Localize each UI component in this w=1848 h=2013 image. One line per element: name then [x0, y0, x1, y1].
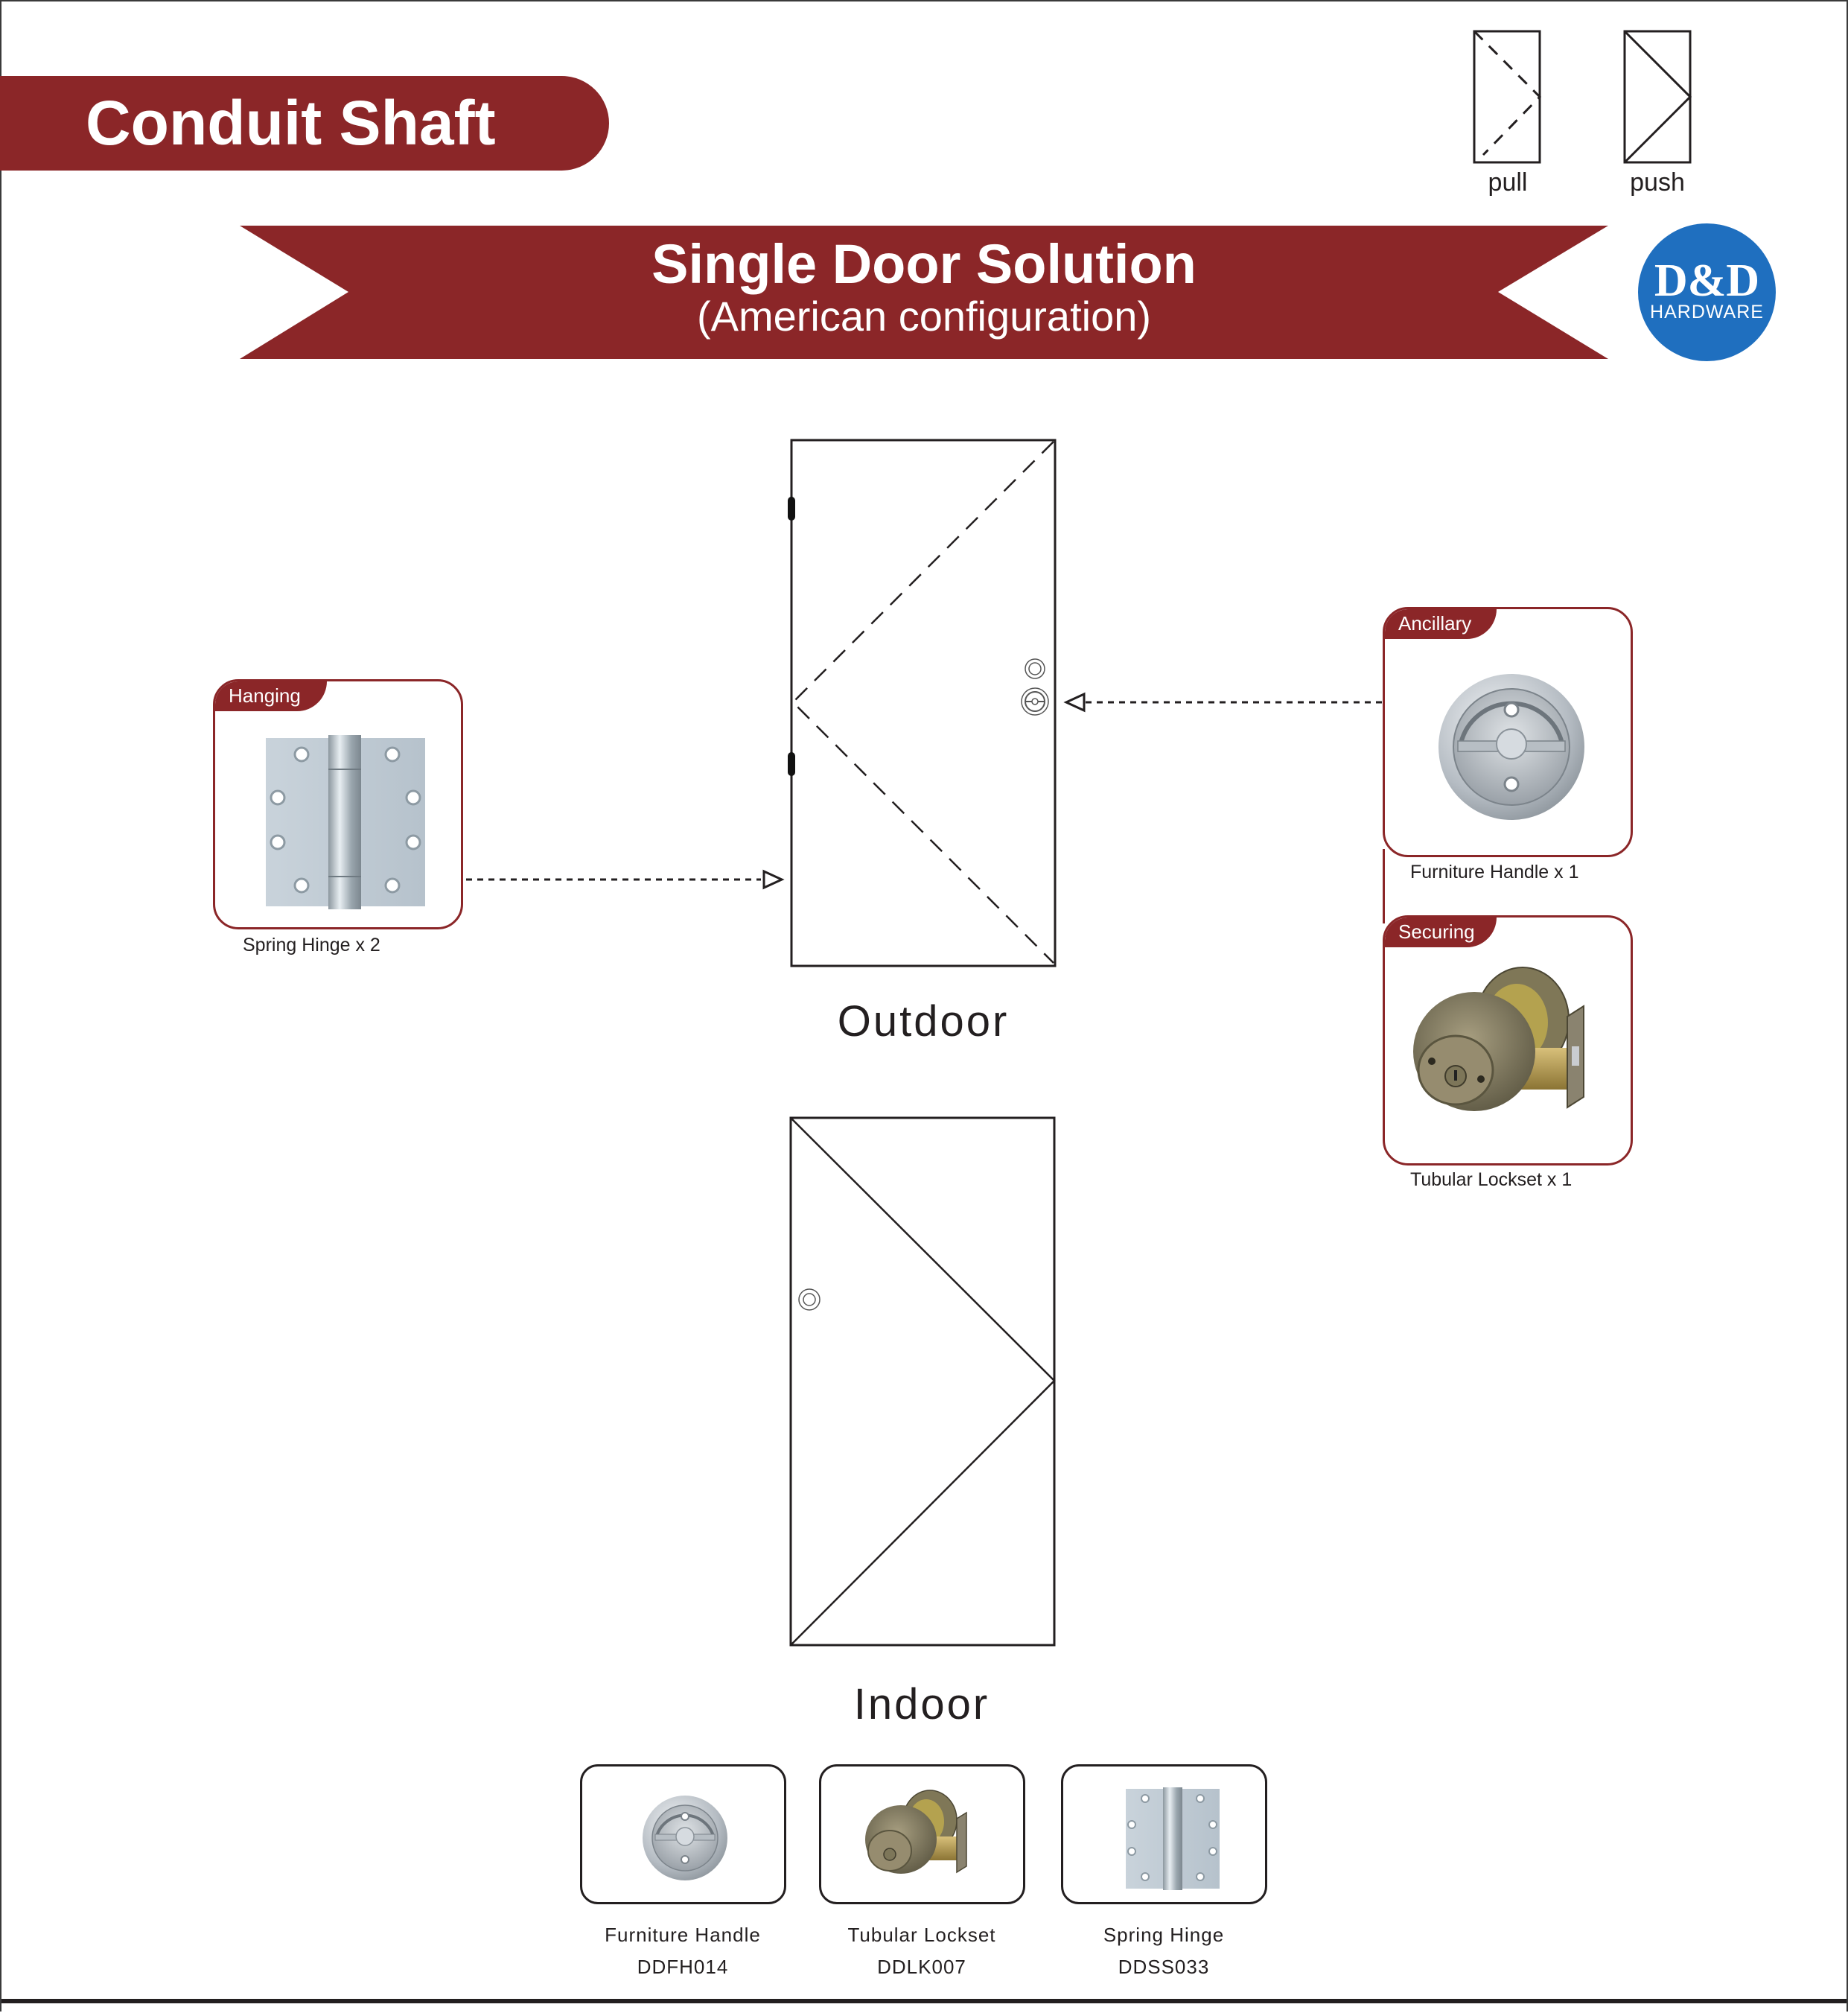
indoor-door-diagram	[789, 1116, 1056, 1647]
hinge-connector-arrow	[466, 869, 785, 890]
tubular-lockset-thumb	[865, 1790, 967, 1874]
pull-label: pull	[1488, 168, 1528, 197]
category-tag: Hanging	[215, 681, 327, 711]
tubular-lockset-image	[1413, 967, 1584, 1111]
product-name: Spring Hinge	[1103, 1924, 1225, 1946]
outdoor-door-diagram	[788, 439, 1057, 967]
logo-tagline: HARDWARE	[1650, 302, 1764, 322]
title-banner: Conduit Shaft	[0, 76, 609, 171]
product-name: Furniture Handle	[605, 1924, 761, 1946]
category-tag: Securing	[1385, 918, 1497, 947]
category-tag: Ancillary	[1385, 609, 1497, 639]
indoor-label: Indoor	[853, 1680, 990, 1729]
push-label: push	[1630, 168, 1685, 197]
bottom-hinge-mark	[788, 752, 795, 776]
pull-swing-icon	[1473, 30, 1542, 164]
product-card-spring-hinge	[1061, 1764, 1267, 1904]
push-swing-icon	[1623, 30, 1692, 164]
bottom-divider	[1, 1999, 1847, 2003]
brand-logo: D&D HARDWARE	[1638, 223, 1776, 361]
category-caption-securing: Tubular Lockset x 1	[1410, 1169, 1573, 1190]
solution-ribbon	[240, 226, 1608, 359]
category-caption-ancillary: Furniture Handle x 1	[1410, 862, 1579, 883]
product-code: DDLK007	[877, 1956, 966, 1978]
ribbon-title: Single Door Solution	[651, 233, 1197, 295]
product-name: Tubular Lockset	[847, 1924, 996, 1946]
furniture-handle-image	[1438, 674, 1584, 820]
knob-symbol	[798, 1288, 821, 1311]
product-card-furniture-handle	[580, 1764, 786, 1904]
logo-brand: D&D	[1654, 255, 1760, 306]
lock-cylinder-symbol	[1025, 658, 1045, 679]
page-title: Conduit Shaft	[86, 88, 496, 158]
furniture-handle-thumb	[643, 1796, 727, 1880]
category-card-ancillary: Ancillary	[1383, 607, 1633, 857]
product-code: DDSS033	[1118, 1956, 1210, 1978]
product-card-tubular-lockset	[819, 1764, 1025, 1904]
category-caption-hanging: Spring Hinge x 2	[243, 935, 380, 955]
spring-hinge-thumb	[1126, 1787, 1220, 1890]
flush-handle-symbol	[1021, 687, 1049, 716]
spring-hinge-image	[266, 735, 425, 909]
category-card-hanging: Hanging	[213, 679, 463, 929]
handle-connector-arrow	[1063, 692, 1383, 713]
ribbon-subtitle: (American configuration)	[696, 293, 1152, 340]
outdoor-label: Outdoor	[837, 997, 1010, 1046]
product-code: DDFH014	[637, 1956, 729, 1978]
card-link-line	[1383, 849, 1385, 923]
category-card-securing: Securing	[1383, 915, 1633, 1165]
top-hinge-mark	[788, 497, 795, 521]
